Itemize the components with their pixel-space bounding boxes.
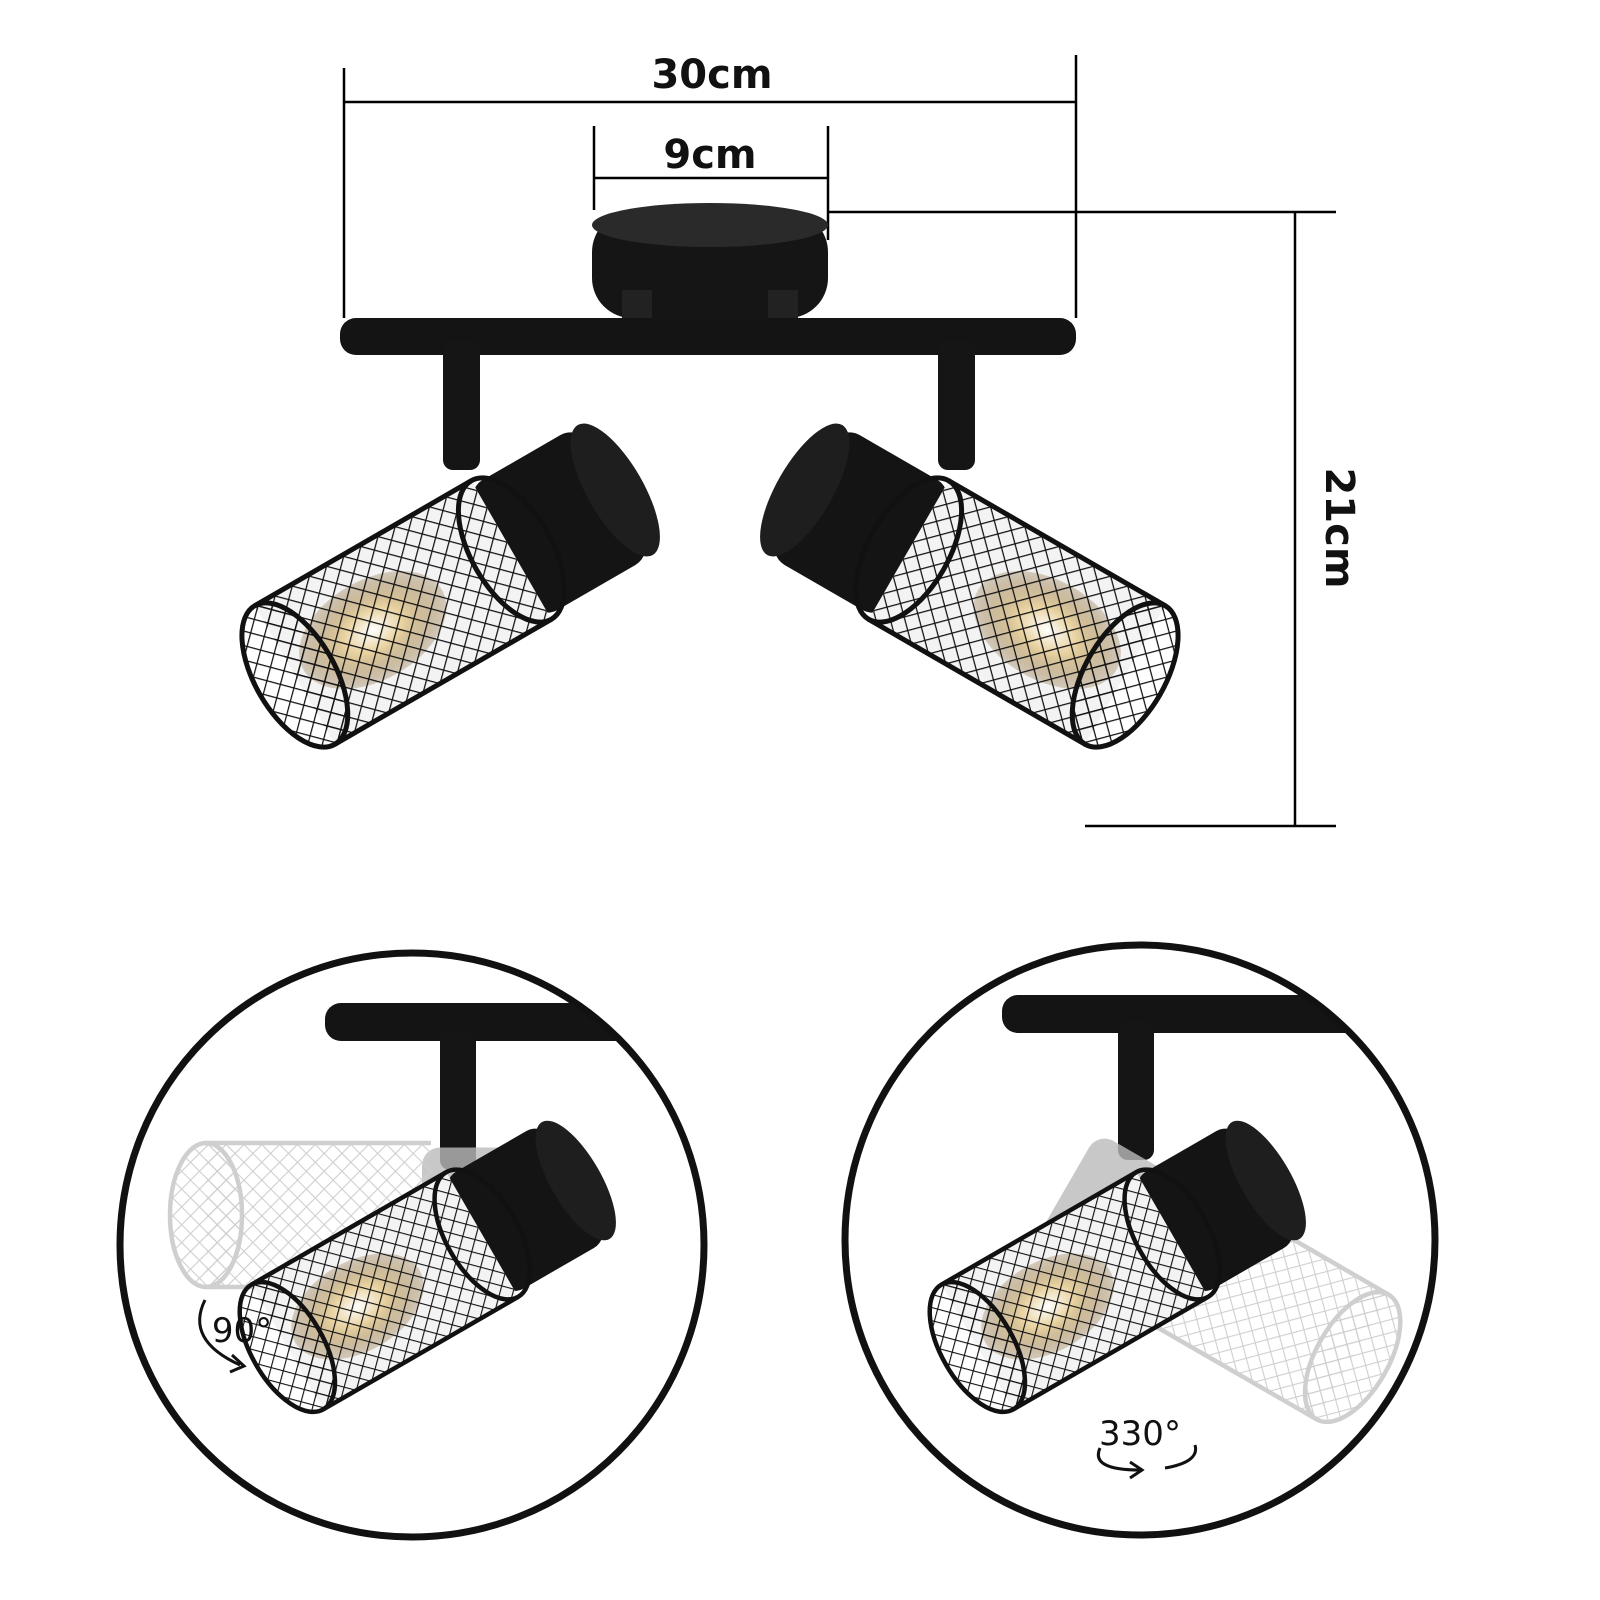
dimension-height: 21cm: [828, 210, 1362, 828]
mount-bar: [340, 318, 1076, 355]
stem-left: [443, 340, 480, 470]
dimension-total-width: 30cm: [342, 52, 1078, 318]
swivel-angle-label: 330°: [1099, 1414, 1181, 1454]
tilt-detail-circle: 90°: [116, 949, 708, 1541]
light-fixture: [220, 203, 1200, 764]
dimension-canopy-width: 9cm: [592, 126, 830, 240]
tilt-angle-label: 90°: [212, 1311, 272, 1351]
swivel-detail-circle: 330°: [841, 941, 1439, 1539]
canopy-width-label: 9cm: [663, 132, 756, 178]
swivel-arrow-icon: [1097, 1444, 1198, 1472]
rotate-arrow-icon: [198, 1299, 241, 1367]
stem-right: [938, 340, 975, 470]
total-width-label: 30cm: [651, 52, 772, 98]
height-label: 21cm: [1316, 467, 1362, 588]
